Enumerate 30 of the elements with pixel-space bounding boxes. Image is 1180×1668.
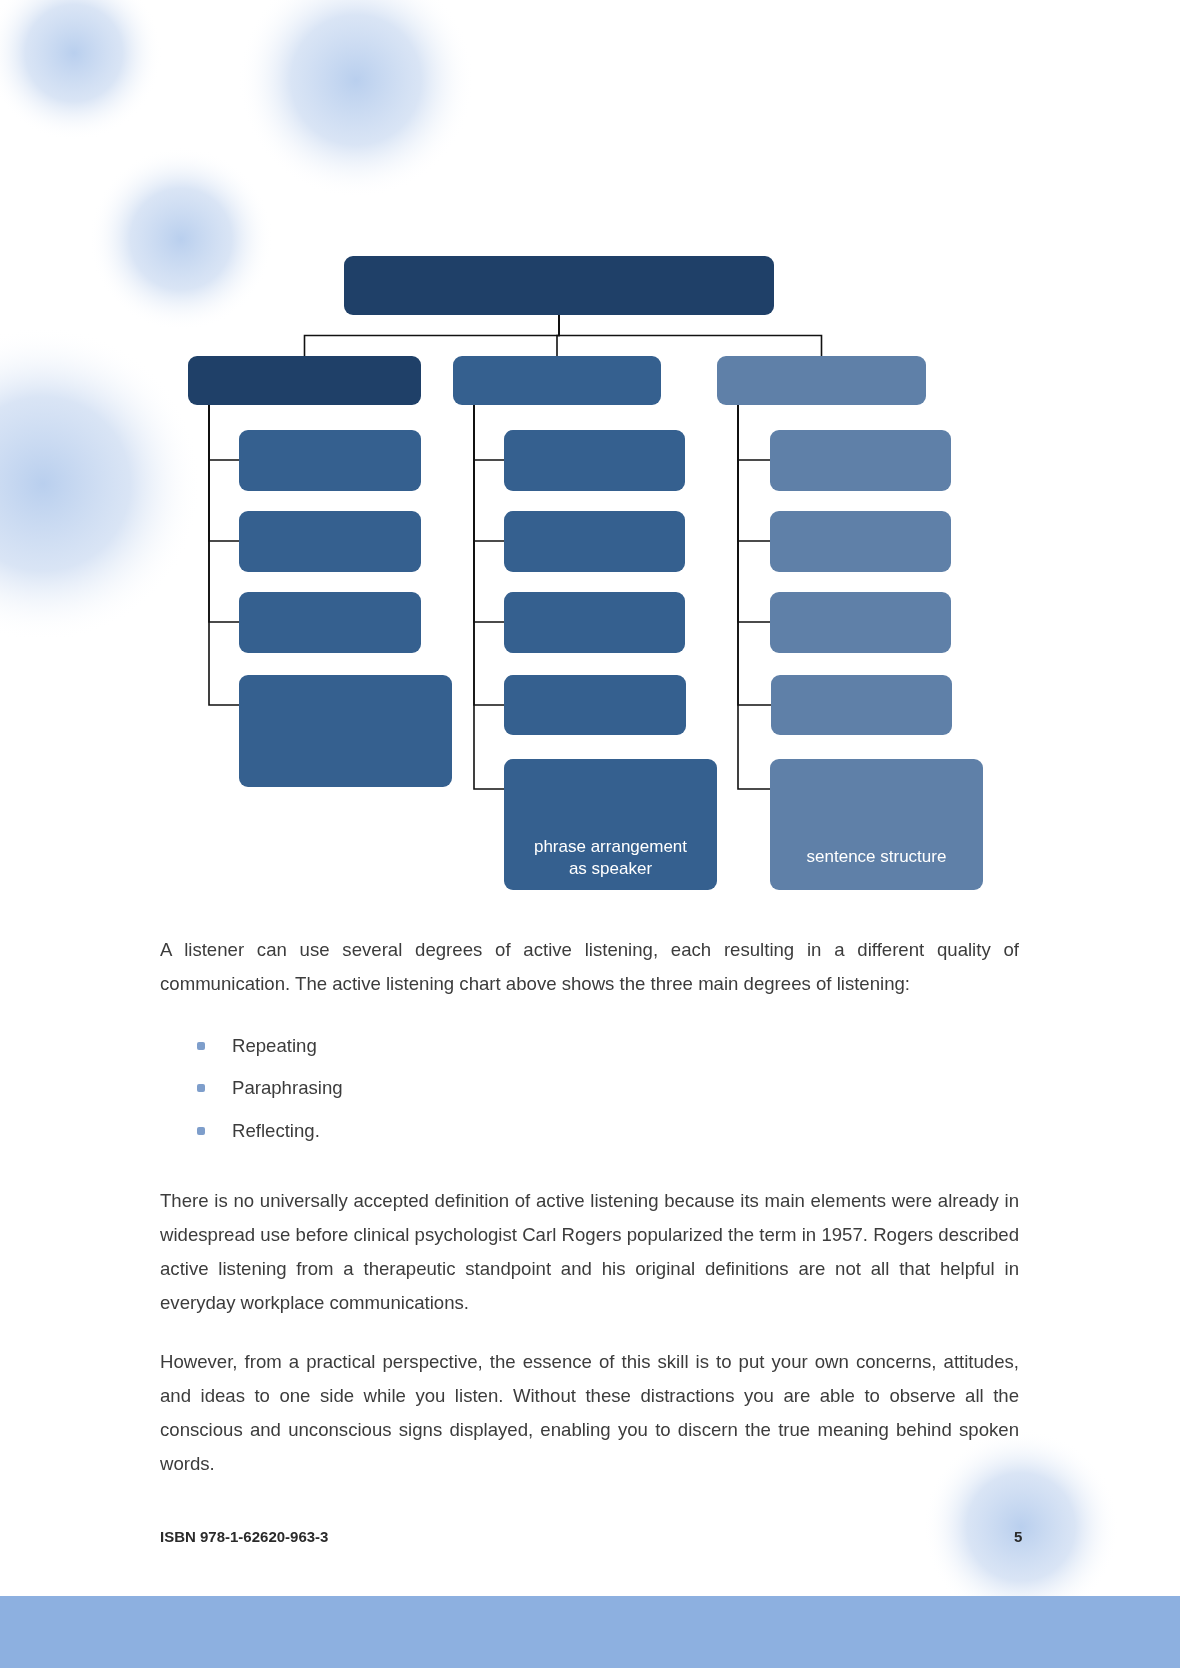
org-chart-box xyxy=(771,675,952,735)
org-chart-box xyxy=(239,592,421,653)
org-chart-box xyxy=(239,675,452,787)
box-label: phrase arrangement as speaker xyxy=(532,836,689,880)
org-chart-box xyxy=(717,356,926,405)
org-chart-box xyxy=(504,511,685,572)
body-paragraph: A listener can use several degrees of active listening, each resulting in a different quality of communication. The active listening chart above shows the three main degrees of listening: xyxy=(160,938,1019,996)
org-chart-box xyxy=(770,430,951,491)
org-chart-box xyxy=(239,430,421,491)
page-number: 5 xyxy=(1014,1527,1023,1547)
connector-line xyxy=(558,314,823,357)
org-chart-box xyxy=(239,511,421,572)
org-chart-box xyxy=(504,430,685,491)
box-label: sentence structure xyxy=(806,846,947,868)
bullet-item-text: Reflecting. xyxy=(232,1119,320,1143)
connector-line xyxy=(208,404,240,706)
org-chart-box xyxy=(188,356,421,405)
org-chart-box xyxy=(504,759,717,890)
bullet-item-text: Paraphrasing xyxy=(232,1076,343,1100)
org-chart-box xyxy=(453,356,661,405)
body-paragraph: There is no universally accepted definition of active listening because its main elements were already in widespread use before clinical psychologist Carl Rogers popularized the term in 1957. Rogers described active listening from a therapeutic standpoint and his original definitions are not all that helpful in everyday workplace communications. xyxy=(160,1189,1019,1315)
org-chart-box xyxy=(770,592,951,653)
org-chart-box xyxy=(770,759,983,890)
org-chart-box xyxy=(770,511,951,572)
body-paragraph: However, from a practical perspective, the essence of this skill is to put your own concerns, attitudes, and ideas to one side while you listen. Without these distractions you are able to observe all the conscious and unconscious signs displayed, enabling you to discern the true meaning behind spoken words. xyxy=(160,1350,1019,1476)
org-chart-box xyxy=(504,592,685,653)
bullet-item-text: Repeating xyxy=(232,1034,317,1058)
org-chart-box xyxy=(344,256,774,315)
footer-text: ISBN 978-1-62620-963-3 xyxy=(160,1527,329,1547)
org-chart-box xyxy=(504,675,686,735)
